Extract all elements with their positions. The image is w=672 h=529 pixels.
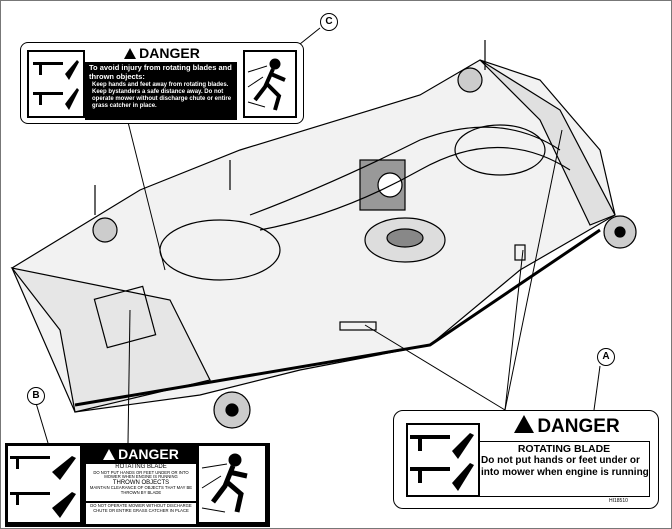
chute-warning-box: DO NOT OPERATE MOWER WITHOUT DISCHARGE C… <box>86 503 196 524</box>
danger-decal-a: DANGER ROTATING BLADE Do not put hands o… <box>393 410 659 509</box>
callout-a: A <box>597 348 615 366</box>
callout-b: B <box>27 387 45 405</box>
thrown-objects-pictogram <box>243 50 297 118</box>
warning-text-block: To avoid injury from rotating blades and… <box>85 62 237 120</box>
callout-c: C <box>320 13 338 31</box>
deck-right-shell <box>479 59 616 226</box>
danger-title: DANGER <box>85 446 197 462</box>
warning-text-box: ROTATING BLADE DO NOT PUT HANDS OR FEET … <box>86 464 196 501</box>
deck-decal-right <box>514 244 526 261</box>
thrown-objects-pictogram <box>199 446 265 522</box>
danger-title: DANGER <box>482 415 652 438</box>
danger-decal-c: DANGER To avoid injury from rotating bla… <box>20 42 304 124</box>
deck-decal-front <box>339 321 377 331</box>
right-rear-wheel <box>457 67 483 93</box>
deck-decal-left <box>93 285 157 349</box>
part-number: HI18510 <box>609 498 628 504</box>
hand-blade-pictogram <box>406 423 480 497</box>
deck-left-shell <box>10 267 211 413</box>
hand-blade-pictogram <box>27 50 85 118</box>
left-rear-wheel <box>92 217 118 243</box>
danger-title: DANGER <box>81 45 243 61</box>
warning-text-box: ROTATING BLADE Do not put hands or feet … <box>478 441 650 497</box>
danger-decal-b: DANGER ROTATING BLADE DO NOT PUT HANDS O… <box>5 443 270 527</box>
hand-blade-pictogram <box>8 446 80 522</box>
right-blade-housing <box>454 124 546 176</box>
front-rail <box>74 228 601 407</box>
left-lift-bracket <box>94 40 486 215</box>
belt <box>249 126 561 216</box>
leader-lines <box>35 27 601 444</box>
